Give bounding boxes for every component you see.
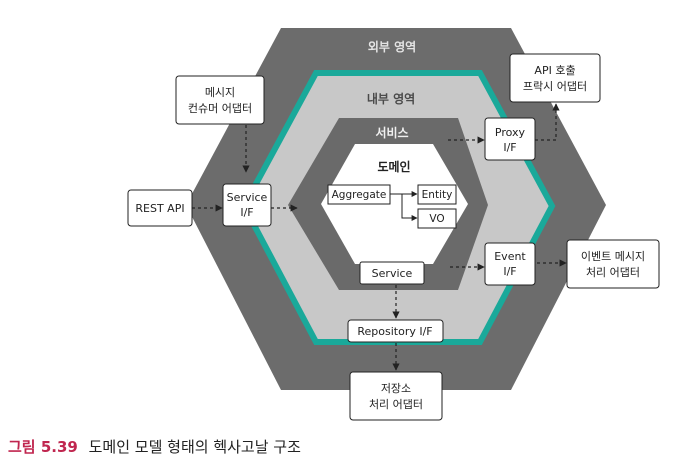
- event-publisher-box: [566, 239, 660, 289]
- storage-adapter-box: [349, 371, 443, 421]
- message-consumer-label-line1: 메시지: [205, 86, 235, 99]
- aggregate-label: Aggregate: [332, 189, 387, 201]
- service-layer-label: 서비스: [375, 125, 408, 140]
- inner-region-label: 내부 영역: [367, 91, 415, 106]
- service-if-label-line2: I/F: [240, 206, 253, 219]
- vo-box: [417, 208, 457, 229]
- message-consumer-box: [175, 75, 265, 125]
- proxy-if-label-line2: I/F: [503, 141, 516, 154]
- event-if-label-line2: I/F: [503, 265, 516, 278]
- proxy-if-box: [484, 117, 536, 161]
- repository-if-label: Repository I/F: [357, 325, 432, 338]
- api-proxy-label-line2: 프락시 어댑터: [523, 80, 587, 93]
- repository-if-box: [347, 319, 444, 343]
- storage-adapter-label-line1: 저장소: [381, 382, 411, 395]
- api-proxy-box: [509, 53, 601, 103]
- service-box-label: Service: [372, 267, 413, 280]
- outer-region-label: 외부 영역: [368, 39, 416, 54]
- aggregate-to-vo-arrow: [401, 194, 418, 221]
- figure-number: 그림 5.39: [8, 438, 78, 456]
- event-publisher-label-line2: 처리 어댑터: [586, 266, 640, 279]
- rest-api-box: [127, 189, 193, 227]
- event-if-label-line1: Event: [494, 250, 526, 263]
- api-proxy-label-line1: API 호출: [534, 64, 575, 77]
- figure-title: 도메인 모델 형태의 헥사고날 구조: [88, 438, 301, 456]
- entity-label: Entity: [422, 189, 453, 201]
- service-if-box: [222, 183, 272, 227]
- storage-adapter-label-line2: 처리 어댑터: [369, 398, 423, 411]
- proxy-if-to-api-proxy-arrow: [535, 103, 560, 141]
- domain-layer-label: 도메인: [377, 159, 410, 174]
- service-box: [359, 261, 425, 285]
- domain-layer-hexagon: [321, 144, 468, 264]
- aggregate-box: [327, 184, 391, 205]
- vo-label: VO: [429, 213, 444, 225]
- event-if-box: [484, 242, 536, 286]
- message-consumer-label-line2: 컨슈머 어댑터: [188, 102, 252, 115]
- proxy-if-label-line1: Proxy: [495, 126, 526, 139]
- entity-box: [417, 184, 457, 205]
- service-if-label-line1: Service: [227, 191, 268, 204]
- event-publisher-label-line1: 이벤트 메시지: [581, 250, 645, 263]
- figure-caption: 그림 5.39 도메인 모델 형태의 헥사고날 구조: [8, 436, 301, 457]
- rest-api-label: REST API: [135, 202, 184, 215]
